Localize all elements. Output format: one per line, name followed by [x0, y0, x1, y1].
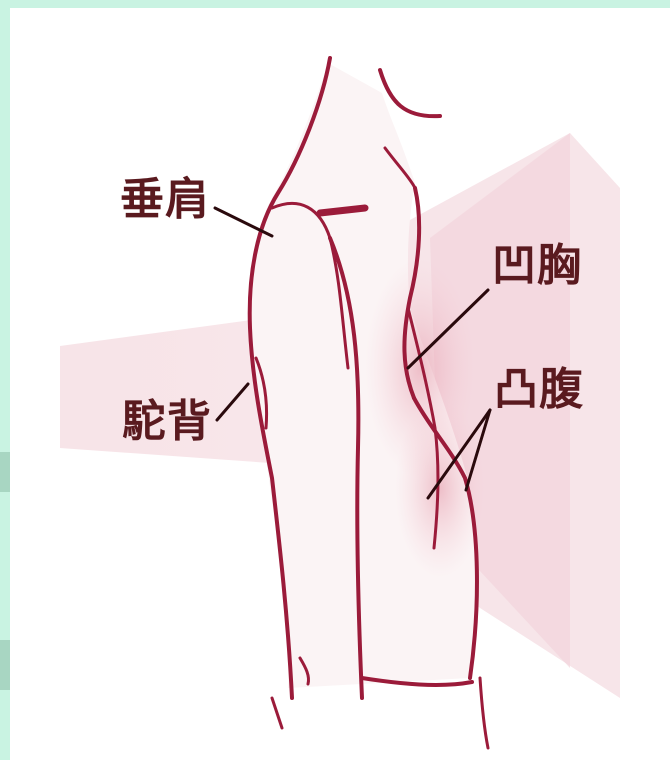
left-edge-strip-top — [0, 452, 10, 492]
arm-tip — [272, 698, 282, 728]
label-protruding-abdomen: 凸腹 — [494, 368, 584, 412]
hip-line — [480, 678, 488, 748]
label-hunchback: 駝背 — [122, 400, 212, 444]
left-edge-strip-bottom — [0, 640, 10, 690]
jaw-outline — [380, 70, 440, 116]
label-sunken-chest: 凹胸 — [492, 244, 582, 288]
label-drooping-shoulder: 垂肩 — [120, 178, 210, 222]
illustration-panel: 垂肩 駝背 凹胸 凸腹 — [10, 8, 670, 760]
collarbone — [320, 208, 365, 213]
abdomen-shading — [395, 398, 485, 578]
